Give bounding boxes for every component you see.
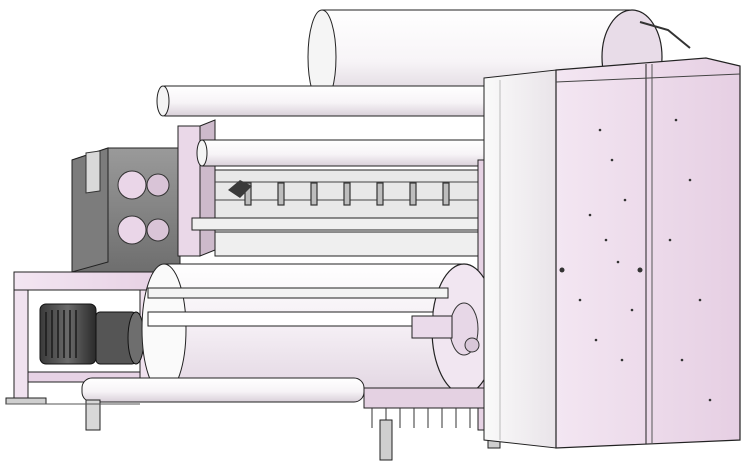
drive-motor: [39, 303, 145, 365]
front-shaft: [147, 287, 453, 339]
electrical-cabinet: [555, 57, 741, 449]
bottom-feed-roller: [81, 377, 501, 461]
middle-roller: [196, 139, 488, 167]
upper-guide-roller: [156, 85, 500, 117]
slitter-knife-assembly: [191, 169, 493, 257]
left-gearbox: [71, 147, 181, 273]
right-side-panel: [483, 69, 557, 449]
